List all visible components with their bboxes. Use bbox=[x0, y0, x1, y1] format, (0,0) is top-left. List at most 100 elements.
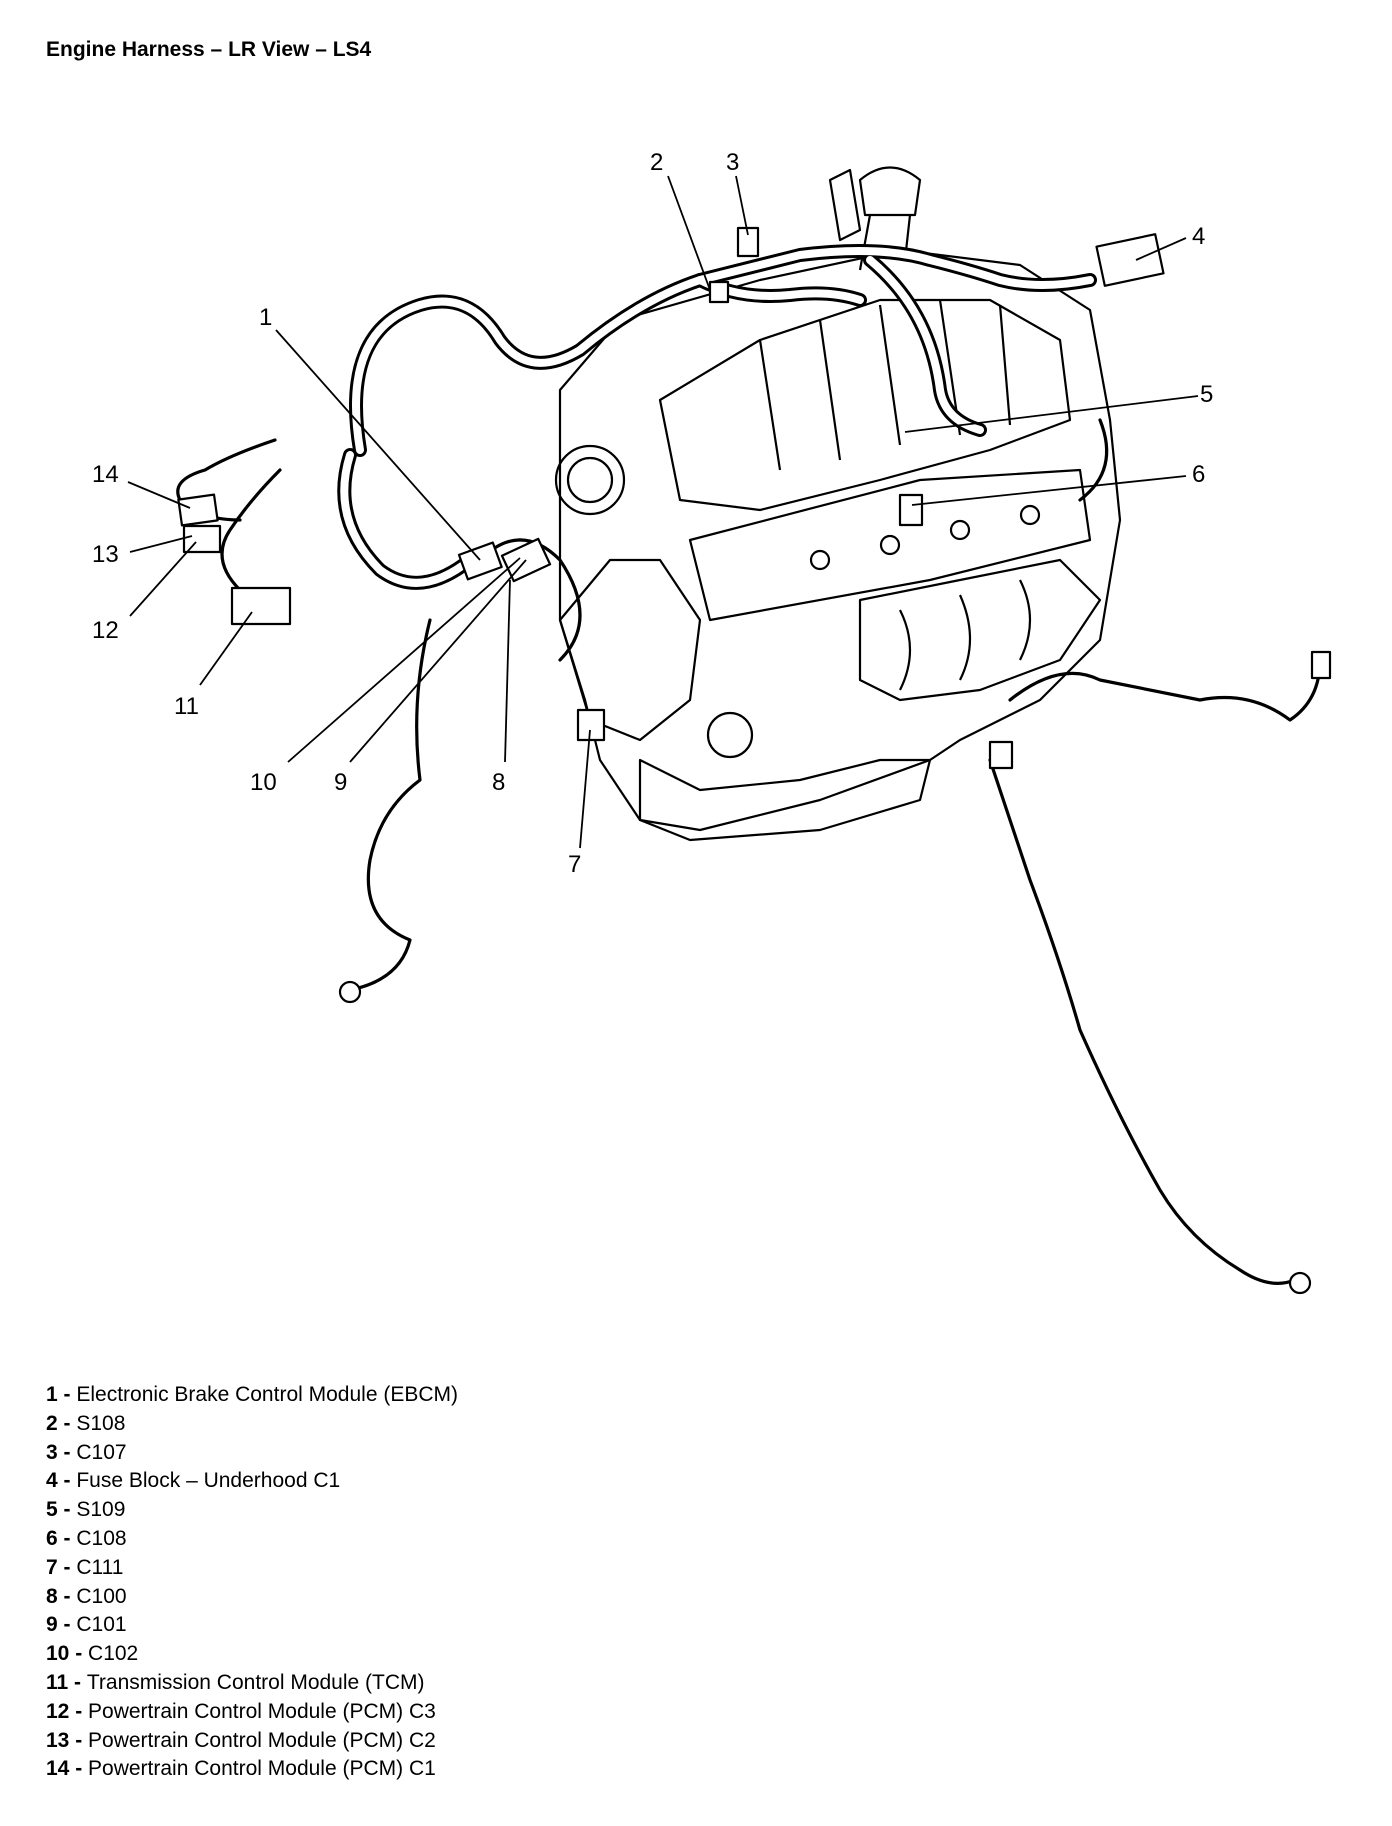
coil-boss bbox=[879, 534, 901, 556]
legend-number: 6 bbox=[46, 1526, 58, 1550]
callout-number-4: 4 bbox=[1192, 223, 1205, 250]
callout-number-10: 10 bbox=[250, 769, 277, 796]
legend-number: 7 bbox=[46, 1555, 58, 1579]
leader-line-12 bbox=[129, 541, 197, 617]
harness-lead-rear bbox=[1078, 418, 1109, 502]
leader-line-2 bbox=[667, 175, 711, 291]
connector-s108 bbox=[708, 280, 730, 304]
legend-number: 12 bbox=[46, 1699, 70, 1723]
leader-line-5 bbox=[904, 395, 1199, 433]
legend-item: 13 - Powertrain Control Module (PCM) C2 bbox=[46, 1728, 436, 1752]
engine-drawing bbox=[554, 166, 1122, 842]
leader-line-13 bbox=[129, 535, 193, 553]
leader-line-4 bbox=[1135, 237, 1187, 261]
harness-branch bbox=[337, 448, 477, 590]
intake-runner bbox=[878, 304, 902, 446]
legend-label: C102 bbox=[88, 1642, 139, 1666]
leader-line-6 bbox=[911, 475, 1187, 506]
legend-label: C111 bbox=[76, 1555, 124, 1579]
connector-ebcm bbox=[457, 541, 503, 581]
legend-item: 9 - C101 bbox=[46, 1613, 127, 1637]
coil-boss bbox=[949, 519, 971, 541]
connector-tcm bbox=[230, 586, 292, 626]
coil-boss bbox=[1019, 504, 1041, 526]
connector-c108 bbox=[898, 493, 924, 527]
legend-item: 12 - Powertrain Control Module (PCM) C3 bbox=[46, 1699, 436, 1723]
legend-item: 6 - C108 bbox=[46, 1526, 127, 1550]
exhaust-port bbox=[1019, 579, 1032, 661]
exhaust-manifold bbox=[858, 558, 1102, 702]
leader-lines bbox=[127, 175, 1199, 849]
legend-number: 10 bbox=[46, 1642, 70, 1666]
connector-c111 bbox=[576, 708, 606, 742]
harness-lead-pcm bbox=[220, 468, 282, 592]
intake-runner bbox=[758, 339, 782, 471]
legend-number: 8 bbox=[46, 1584, 58, 1608]
harness-lead-right bbox=[1008, 658, 1322, 722]
coil-boss bbox=[809, 549, 831, 571]
legend-number: 3 bbox=[46, 1440, 58, 1464]
callout-numbers: 1 2 3 4 5 6 7 8 9 10 11 12 13 14 bbox=[92, 149, 1213, 878]
valve-cover bbox=[688, 468, 1092, 622]
leader-line-11 bbox=[199, 611, 253, 686]
leader-line-7 bbox=[579, 729, 591, 849]
leader-line-1 bbox=[275, 329, 481, 561]
legend-number: 1 bbox=[46, 1383, 58, 1406]
legend-label: Electronic Brake Control Module (EBCM) bbox=[76, 1383, 458, 1406]
connector-rear bbox=[988, 740, 1014, 770]
connector-pcm-c1 bbox=[177, 493, 219, 527]
legend-item: 11 - Transmission Control Module (TCM) bbox=[46, 1670, 425, 1694]
exhaust-port bbox=[958, 594, 972, 681]
connector-end-long bbox=[1288, 1271, 1312, 1295]
legend-item: 14 - Powertrain Control Module (PCM) C1 bbox=[46, 1757, 436, 1781]
callout-number-7: 7 bbox=[568, 851, 581, 878]
callout-number-2: 2 bbox=[650, 149, 663, 176]
legend-label: C107 bbox=[76, 1440, 127, 1464]
callout-number-12: 12 bbox=[92, 617, 119, 644]
legend-item: 5 - S109 bbox=[46, 1498, 126, 1522]
leader-line-8 bbox=[504, 579, 511, 763]
legend-item: 10 - C102 bbox=[46, 1642, 139, 1666]
oil-filler-cap bbox=[858, 166, 922, 217]
leader-line-9 bbox=[349, 559, 527, 763]
legend-item: 4 - Fuse Block – Underhood C1 bbox=[46, 1469, 341, 1493]
callout-number-14: 14 bbox=[92, 461, 119, 488]
callout-number-6: 6 bbox=[1192, 461, 1205, 488]
legend-number: 11 bbox=[46, 1670, 69, 1694]
legend-label: S108 bbox=[76, 1411, 126, 1435]
leader-line-10 bbox=[287, 557, 521, 763]
callout-number-3: 3 bbox=[726, 149, 739, 176]
leader-line-14 bbox=[127, 481, 191, 509]
legend-label: C100 bbox=[76, 1584, 127, 1608]
connector-c107 bbox=[736, 226, 760, 258]
legend-label: S109 bbox=[76, 1498, 126, 1522]
legend-item: 1 - Electronic Brake Control Module (EBC… bbox=[46, 1383, 458, 1406]
intake-runner bbox=[818, 319, 842, 461]
crank-pulley bbox=[706, 711, 754, 759]
callout-number-11: 11 bbox=[174, 693, 199, 720]
connector-fuse-block bbox=[1095, 233, 1165, 287]
legend-item: 7 - C111 bbox=[46, 1555, 124, 1579]
legend-label: Transmission Control Module (TCM) bbox=[86, 1670, 425, 1694]
connector-end-right bbox=[1310, 650, 1332, 680]
legend-number: 14 bbox=[46, 1757, 70, 1781]
accessory-bracket bbox=[828, 168, 862, 242]
engine-harness-illustration: 1 2 3 4 5 6 7 8 9 10 11 12 13 14 bbox=[92, 149, 1332, 1295]
callout-number-8: 8 bbox=[492, 769, 505, 796]
oil-pan bbox=[638, 758, 932, 842]
legend-item: 8 - C100 bbox=[46, 1584, 127, 1608]
engine-block-outline bbox=[558, 248, 1122, 832]
callout-number-1: 1 bbox=[259, 304, 272, 331]
legend-number: 4 bbox=[46, 1469, 58, 1493]
intake-runner bbox=[998, 304, 1012, 426]
callout-number-13: 13 bbox=[92, 541, 119, 568]
legend-label: Powertrain Control Module (PCM) C1 bbox=[88, 1757, 436, 1781]
legend-label: Fuse Block – Underhood C1 bbox=[76, 1469, 341, 1493]
harness-lead-long bbox=[988, 758, 1297, 1285]
legend-item: 2 - S108 bbox=[46, 1411, 126, 1435]
callout-legend: 1 - Electronic Brake Control Module (EBC… bbox=[46, 1381, 458, 1784]
throttle-body bbox=[554, 444, 626, 516]
harness-trunk bbox=[349, 244, 1097, 457]
harness-lead-left bbox=[348, 618, 432, 992]
legend-number: 9 bbox=[46, 1613, 58, 1637]
